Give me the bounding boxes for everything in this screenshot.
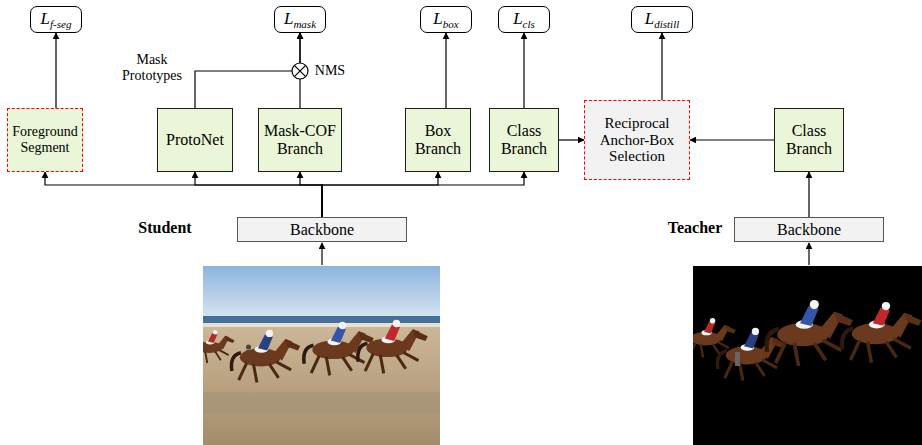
loss-subscript: mask xyxy=(293,18,316,30)
loss-symbol: L xyxy=(284,9,293,28)
flow-arrow xyxy=(300,172,322,217)
flow-arrow xyxy=(45,172,322,217)
bystander xyxy=(735,352,740,366)
box-label: ProtoNet xyxy=(166,131,224,149)
sky xyxy=(203,266,440,318)
multiply-circle xyxy=(292,63,308,79)
box-label: Class Branch xyxy=(494,122,554,158)
flow-arrow xyxy=(322,172,524,217)
input-arrow xyxy=(321,243,322,265)
teacher-masked-photo xyxy=(693,266,922,445)
horse xyxy=(717,328,786,381)
module-box: Class Branch xyxy=(774,108,844,172)
box-label: Reciprocal Anchor-Box Selection xyxy=(589,115,685,165)
horse xyxy=(767,300,853,366)
bystander-head xyxy=(246,345,251,350)
selection-box: Reciprocal Anchor-Box Selection xyxy=(584,100,690,180)
box-label: Box Branch xyxy=(410,122,466,158)
loss-subscript: box xyxy=(443,18,459,30)
horse xyxy=(304,322,374,376)
box-label: Foreground Segment xyxy=(12,124,78,155)
module-box: Box Branch xyxy=(405,108,471,172)
horse xyxy=(842,302,921,363)
flow-arrow xyxy=(55,33,56,108)
annotation-label: Mask Prototypes xyxy=(116,52,188,83)
box-label: Class Branch xyxy=(779,122,839,158)
module-box: Mask-COF Branch xyxy=(258,108,342,172)
box-label: Mask-COF Branch xyxy=(263,122,337,158)
loss-box: Lcls xyxy=(498,6,550,33)
backbone-box: Backbone xyxy=(734,217,884,242)
flow-arrow xyxy=(445,33,446,108)
loss-subscript: f-seg xyxy=(50,18,71,30)
student-photo xyxy=(203,266,440,445)
black-background xyxy=(693,266,922,445)
multiply-cross xyxy=(294,65,305,76)
loss-subscript: distill xyxy=(654,18,679,30)
multiply-cross xyxy=(294,65,305,76)
multiply-symbol xyxy=(292,63,308,79)
flow-arrow xyxy=(559,139,584,140)
flow-arrow xyxy=(661,33,662,100)
box-label: Backbone xyxy=(777,221,841,239)
flow-arrow xyxy=(523,33,524,108)
loss-box: Lbox xyxy=(420,6,472,33)
flow-arrow xyxy=(322,172,438,217)
network-role-label: Student xyxy=(128,219,202,237)
annotation-label: NMS xyxy=(310,63,350,79)
flow-arrow xyxy=(690,139,774,140)
wet-sand xyxy=(203,392,440,414)
surf xyxy=(203,323,440,327)
horse xyxy=(231,330,300,383)
flow-arrow xyxy=(195,33,300,108)
module-box: Class Branch xyxy=(489,108,559,172)
loss-box: Lf-seg xyxy=(30,6,82,33)
flow-arrow xyxy=(195,172,322,217)
horse xyxy=(203,330,234,363)
loss-subscript: cls xyxy=(523,18,535,30)
loss-symbol: L xyxy=(433,9,442,28)
loss-box: Lmask xyxy=(274,6,326,33)
horse xyxy=(358,320,428,374)
loss-symbol: L xyxy=(645,9,654,28)
flow-arrow xyxy=(808,172,809,217)
input-arrow xyxy=(808,243,809,265)
box-label: Backbone xyxy=(290,221,354,239)
loss-box: Ldistill xyxy=(631,6,693,33)
network-role-label: Teacher xyxy=(660,219,730,237)
module-box: Foreground Segment xyxy=(7,108,83,172)
loss-symbol: L xyxy=(41,9,50,28)
sea xyxy=(203,316,440,323)
loss-symbol: L xyxy=(513,9,522,28)
backbone-box: Backbone xyxy=(237,217,407,242)
module-box: ProtoNet xyxy=(157,108,233,172)
